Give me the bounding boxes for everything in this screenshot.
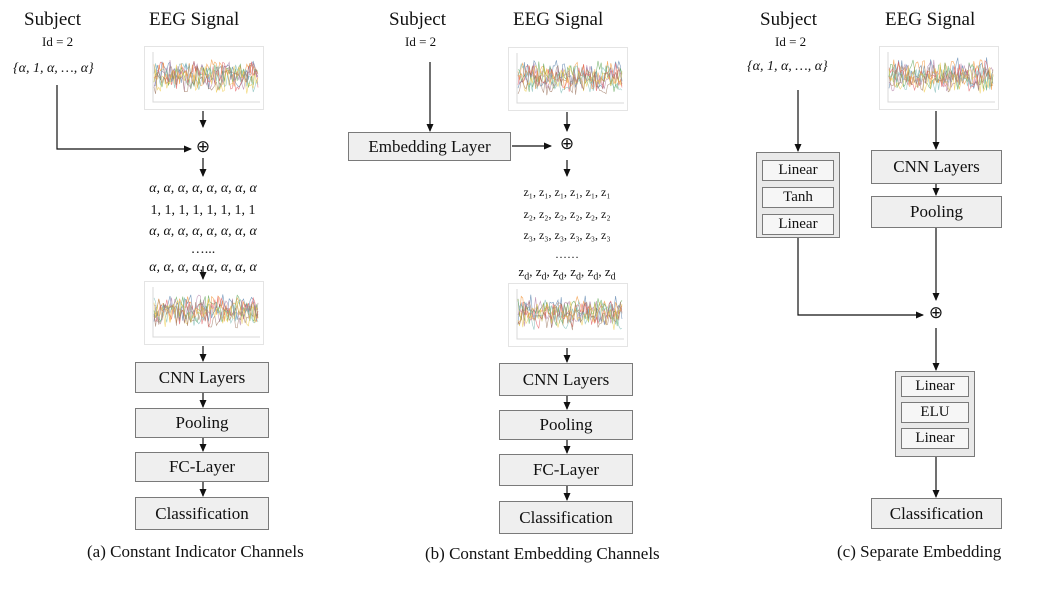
panel-a-signal-title: EEG Signal <box>149 9 240 30</box>
panel-c-embed-tanh: Tanh <box>762 187 834 208</box>
panel-a-indicator-matrix: α, α, α, α, α, α, α, α 1, 1, 1, 1, 1, 1,… <box>125 178 281 278</box>
panel-c-caption: (c) Separate Embedding <box>837 542 1002 561</box>
eeg-signal-plot <box>879 46 999 110</box>
panel-c-head-linear-1: Linear <box>901 376 969 397</box>
matrix-row: z₂, z₂, z₂, z₂, z₂, z₂ <box>523 206 611 221</box>
panel-a-plus: ⊕ <box>195 137 211 157</box>
matrix-row: z₃, z₃, z₃, z₃, z₃, z₃ <box>523 228 611 242</box>
panel-b-plus: ⊕ <box>559 134 575 154</box>
panel-c-subject-vector: {α, 1, α, …, α} <box>747 59 828 74</box>
panel-c-plus: ⊕ <box>928 303 944 323</box>
panel-c-cnn-layers-box: CNN Layers <box>871 150 1002 184</box>
panel-c-embed-linear-2: Linear <box>762 214 834 235</box>
matrix-row: α, α, α, α, α, α, α, α <box>149 224 257 239</box>
eeg-signal-plot <box>508 283 628 347</box>
panel-a-caption: (a) Constant Indicator Channels <box>87 542 304 561</box>
panel-a-subject-vector: {α, 1, α, …, α} <box>13 61 94 76</box>
panel-b-fc-layer-box: FC-Layer <box>499 454 633 486</box>
panel-c-classification-box: Classification <box>871 498 1002 529</box>
matrix-row: α, α, α, α, α, α, α, α <box>149 259 257 275</box>
matrix-row: …... <box>190 241 216 257</box>
panel-a-cnn-layers-box: CNN Layers <box>135 362 269 393</box>
panel-b-subject-id: Id = 2 <box>405 34 437 49</box>
panel-b-embedding-layer-box: Embedding Layer <box>348 132 511 161</box>
arrow-c-embed-to-plus <box>797 238 924 319</box>
panel-a-fc-layer-box: FC-Layer <box>135 452 269 482</box>
panel-a-subject-title: Subject <box>24 9 81 30</box>
panel-c-head-linear-2: Linear <box>901 428 969 449</box>
panel-c-head-elu: ELU <box>901 402 969 423</box>
matrix-row: …… <box>555 246 579 261</box>
panel-b-signal-title: EEG Signal <box>513 9 604 30</box>
panel-b-pooling-box: Pooling <box>499 410 633 440</box>
panel-b-caption: (b) Constant Embedding Channels <box>425 544 660 563</box>
panel-c-subject-id: Id = 2 <box>775 34 807 49</box>
matrix-row: zd, zd, zd, zd, zd, zd <box>518 263 616 283</box>
panel-b-subject-title: Subject <box>389 9 446 30</box>
panel-a-subject-id: Id = 2 <box>42 34 74 49</box>
eeg-signal-plot <box>508 47 628 111</box>
eeg-signal-plot <box>144 281 264 345</box>
matrix-row: 1, 1, 1, 1, 1, 1, 1, 1 <box>150 202 256 218</box>
matrix-row: z₁, z₁, z₁, z₁, z₁, z₁ <box>523 185 611 199</box>
eeg-signal-plot <box>144 46 264 110</box>
panel-b-cnn-layers-box: CNN Layers <box>499 363 633 396</box>
panel-b-embedding-matrix: z₁, z₁, z₁, z₁, z₁, z₁ z₂, z₂, z₂, z₂, z… <box>495 182 639 288</box>
panel-a-classification-box: Classification <box>135 497 269 530</box>
panel-a-pooling-box: Pooling <box>135 408 269 438</box>
panel-c-subject-title: Subject <box>760 9 817 30</box>
panel-b-classification-box: Classification <box>499 501 633 534</box>
panel-c-embed-linear-1: Linear <box>762 160 834 181</box>
panel-c-pooling-box: Pooling <box>871 196 1002 228</box>
panel-c-signal-title: EEG Signal <box>885 9 976 30</box>
matrix-row: α, α, α, α, α, α, α, α <box>149 181 257 196</box>
arrow-a-subject-to-plus <box>56 85 192 153</box>
